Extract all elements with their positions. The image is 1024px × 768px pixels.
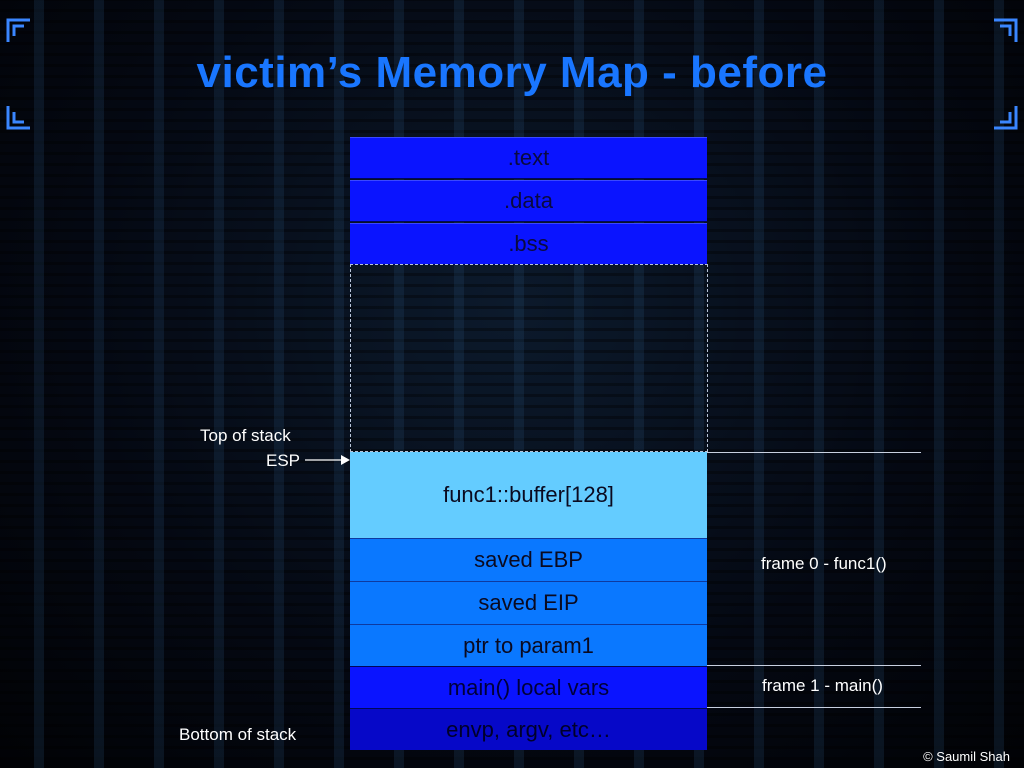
frame-divider-line: [707, 452, 921, 453]
segment-text: .text: [350, 137, 707, 179]
stack-param-ptr: ptr to param1: [350, 624, 707, 666]
corner-bracket-icon: [994, 18, 1018, 42]
stack-envp: envp, argv, etc…: [350, 708, 707, 750]
esp-arrow-icon: [305, 455, 350, 465]
esp-label: ESP: [266, 451, 301, 470]
stack-saved-ebp: saved EBP: [350, 538, 707, 581]
segment-bss: .bss: [350, 223, 707, 265]
top-of-stack-label: Top of stack: [200, 426, 291, 445]
frame-divider-line: [707, 707, 921, 708]
stack-main-locals: main() local vars: [350, 666, 707, 708]
frame-divider-line: [707, 665, 921, 666]
corner-bracket-icon: [994, 106, 1018, 130]
stack-buffer: func1::buffer[128]: [350, 452, 707, 538]
segment-data: .data: [350, 180, 707, 222]
corner-bracket-icon: [6, 106, 30, 130]
unallocated-region: [350, 264, 708, 452]
copyright: © Saumil Shah: [923, 749, 1010, 764]
stack-saved-eip: saved EIP: [350, 581, 707, 624]
frame1-label: frame 1 - main(): [762, 676, 883, 695]
corner-bracket-icon: [6, 18, 30, 42]
page-title: victim’s Memory Map - before: [196, 48, 828, 97]
frame0-label: frame 0 - func1(): [761, 554, 887, 573]
bottom-of-stack-label: Bottom of stack: [179, 725, 297, 744]
